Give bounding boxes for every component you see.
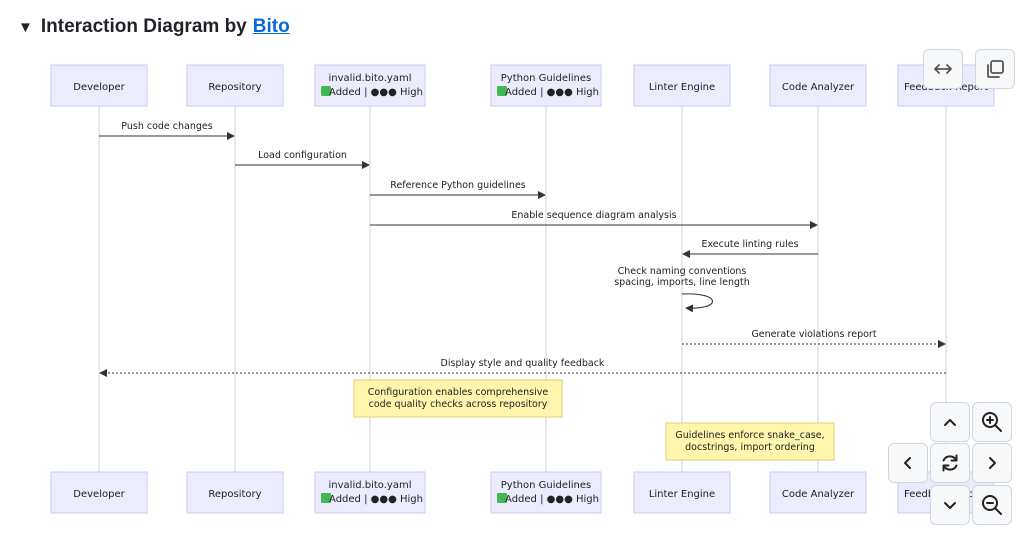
- participant-label: Code Analyzer: [782, 489, 855, 500]
- copy-icon: [987, 60, 1004, 78]
- participant-dev-top: Developer: [50, 64, 148, 107]
- pan-up-button[interactable]: [930, 402, 970, 442]
- participant-code-bottom: Code Analyzer: [769, 471, 867, 514]
- pan-down-button[interactable]: [930, 485, 970, 525]
- copy-button[interactable]: [975, 49, 1015, 89]
- participant-repo-top: Repository: [186, 64, 284, 107]
- participant-box: [50, 64, 148, 107]
- participant-box: [186, 471, 284, 514]
- participant-lint-top: Linter Engine: [633, 64, 731, 107]
- participant-code-top: Code Analyzer: [769, 64, 867, 107]
- message-4: Enable sequence diagram analysis: [370, 210, 818, 229]
- participant-box: [314, 471, 426, 514]
- participant-label: Linter Engine: [649, 82, 715, 93]
- participant-box: [769, 471, 867, 514]
- message-label: Push code changes: [121, 121, 212, 132]
- message-5: Execute linting rules: [682, 239, 818, 258]
- pan-right-button[interactable]: [972, 443, 1012, 483]
- participant-box: [633, 471, 731, 514]
- added-badge-icon: [497, 86, 507, 96]
- participant-label: Python Guidelines: [501, 73, 591, 84]
- participant-box: [633, 64, 731, 107]
- participant-label: invalid.bito.yaml: [329, 73, 412, 84]
- message-3: Reference Python guidelines: [370, 180, 546, 199]
- message-label: Display style and quality feedback: [441, 358, 605, 369]
- message-1: Push code changes: [99, 121, 235, 140]
- reset-icon: [942, 454, 958, 472]
- note-text: docstrings, import ordering: [685, 442, 815, 453]
- added-badge-icon: [497, 493, 507, 503]
- pan-left-button[interactable]: [888, 443, 928, 483]
- message-label: Reference Python guidelines: [390, 180, 526, 191]
- note-1: Configuration enables comprehensivecode …: [353, 379, 563, 418]
- participant-box: [314, 64, 426, 107]
- chevron-up-icon: [944, 419, 956, 426]
- participant-status: Added | ●●● High: [329, 87, 423, 98]
- collapse-toggle-icon[interactable]: ▼: [18, 18, 33, 36]
- added-badge-icon: [321, 493, 331, 503]
- message-8: Display style and quality feedback: [99, 358, 946, 377]
- message-2: Load configuration: [235, 150, 370, 169]
- note-box: [353, 379, 563, 418]
- participant-box: [50, 471, 148, 514]
- chevron-right-icon: [989, 457, 996, 469]
- zoom-out-icon: [982, 495, 1002, 515]
- participant-label: invalid.bito.yaml: [329, 480, 412, 491]
- chevron-down-icon: [944, 502, 956, 509]
- message-label: Generate violations report: [751, 329, 876, 340]
- expand-width-button[interactable]: [923, 49, 963, 89]
- participant-box: [490, 64, 602, 107]
- participant-status: Added | ●●● High: [329, 494, 423, 505]
- diagram-title: Interaction Diagram by: [40, 16, 247, 37]
- message-label: Load configuration: [258, 150, 347, 161]
- message-label: Enable sequence diagram analysis: [511, 210, 676, 221]
- message-label: Check naming conventions: [618, 266, 747, 277]
- participant-status: Added | ●●● High: [505, 87, 599, 98]
- note-2: Guidelines enforce snake_case,docstrings…: [665, 422, 835, 461]
- chevron-left-icon: [904, 457, 911, 469]
- participant-dev-bottom: Developer: [50, 471, 148, 514]
- zoom-in-button[interactable]: [972, 402, 1012, 442]
- participant-label: Linter Engine: [649, 489, 715, 500]
- zoom-in-icon: [982, 412, 1002, 432]
- participant-label: Repository: [208, 489, 261, 500]
- self-message-arrow: [681, 293, 713, 313]
- reset-view-button[interactable]: [930, 443, 970, 483]
- message-label: spacing, imports, line length: [614, 277, 750, 288]
- participant-box: [769, 64, 867, 107]
- participant-status: Added | ●●● High: [505, 494, 599, 505]
- bito-link[interactable]: Bito: [252, 16, 290, 37]
- note-box: [665, 422, 835, 461]
- note-text: Configuration enables comprehensive: [368, 387, 549, 398]
- participant-label: Developer: [73, 489, 125, 500]
- diagram-header[interactable]: ▼ Interaction Diagram by Bito: [18, 14, 290, 40]
- participant-repo-bottom: Repository: [186, 471, 284, 514]
- note-text: Guidelines enforce snake_case,: [675, 430, 824, 441]
- message-7: Generate violations report: [682, 329, 946, 348]
- added-badge-icon: [321, 86, 331, 96]
- zoom-out-button[interactable]: [972, 485, 1012, 525]
- participant-label: Python Guidelines: [501, 480, 591, 491]
- participant-box: [186, 64, 284, 107]
- participant-label: Code Analyzer: [782, 82, 855, 93]
- participant-label: Repository: [208, 82, 261, 93]
- message-label: Execute linting rules: [701, 239, 798, 250]
- participant-label: Developer: [73, 82, 125, 93]
- expand-horizontal-icon: [934, 64, 952, 74]
- participant-lint-bottom: Linter Engine: [633, 471, 731, 514]
- note-text: code quality checks across repository: [369, 399, 548, 410]
- participant-box: [490, 471, 602, 514]
